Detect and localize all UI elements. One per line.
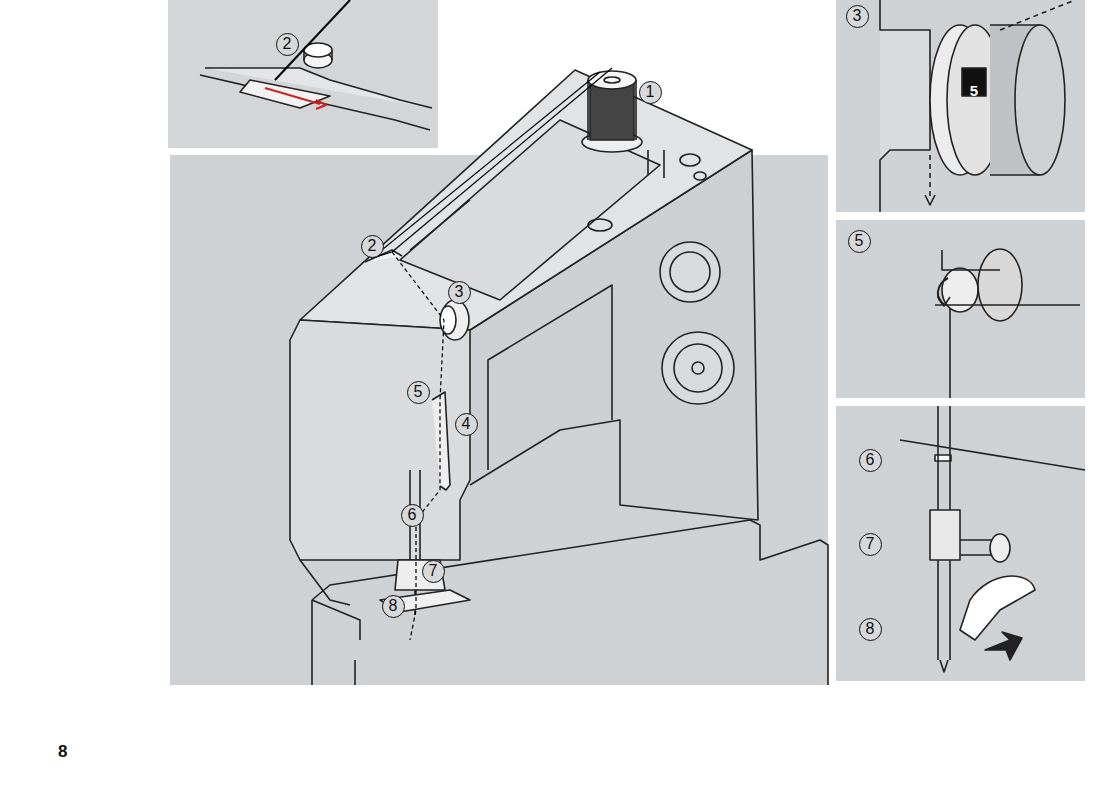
callout-text: 8 (866, 621, 875, 637)
callout-number: 3 (846, 5, 869, 28)
callout-number: 7 (422, 560, 445, 583)
callout-number: 5 (407, 381, 430, 404)
callout-number: 6 (401, 504, 424, 527)
callout-number: 1 (639, 81, 662, 104)
callout-text: 4 (462, 416, 471, 432)
callout-number: 3 (448, 281, 471, 304)
callout-text: 7 (429, 563, 438, 579)
page-number: 8 (58, 742, 67, 762)
dial-number: 5 (970, 82, 978, 99)
callout-number: 8 (382, 595, 405, 618)
callout-text: 7 (866, 536, 875, 552)
callout-number: 8 (859, 618, 882, 641)
callout-number: 2 (276, 33, 299, 56)
callout-text: 3 (455, 284, 464, 300)
callout-text: 2 (283, 36, 292, 52)
callout-text: 6 (866, 452, 875, 468)
callout-text: 8 (389, 598, 398, 614)
callout-text: 5 (414, 384, 423, 400)
callout-number: 5 (848, 230, 871, 253)
inset-panel (836, 0, 1085, 212)
callout-number: 6 (859, 449, 882, 472)
inset-panel (836, 220, 1085, 398)
callout-number: 2 (361, 235, 384, 258)
callout-text: 3 (853, 8, 862, 24)
inset-panel (836, 406, 1085, 681)
callout-number: 7 (859, 533, 882, 556)
callout-text: 2 (368, 238, 377, 254)
callout-text: 6 (408, 507, 417, 523)
inset-panel (168, 0, 438, 148)
callout-text: 5 (855, 233, 864, 249)
callout-text: 1 (646, 84, 655, 100)
callout-number: 4 (455, 413, 478, 436)
